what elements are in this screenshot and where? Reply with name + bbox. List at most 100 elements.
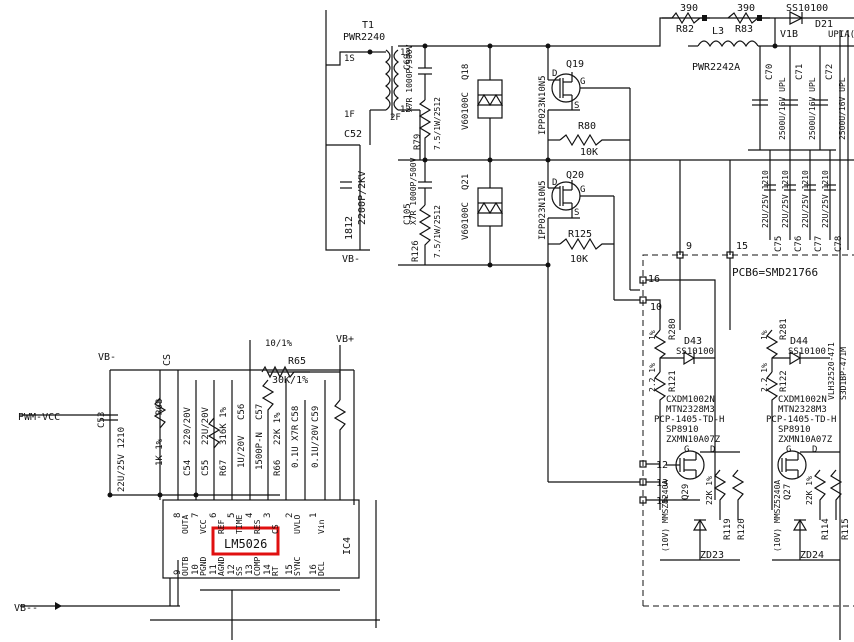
q19-pin-d: D xyxy=(552,69,557,79)
ic4-pin-name-12: SS xyxy=(235,566,244,576)
c78-ref: C78 xyxy=(834,236,844,252)
t1-ref: T1 xyxy=(362,20,374,31)
vb-minus-out-label: VB-- xyxy=(14,603,38,614)
q21-value: V60100C xyxy=(461,202,471,240)
ic4-pin-name-11: AGND xyxy=(217,557,226,576)
q29-part: CXDM1002N xyxy=(666,395,715,405)
t1-pin-1f: 1F xyxy=(344,110,355,120)
r285-value: 30K/1% xyxy=(272,375,308,386)
q20-mosfet xyxy=(547,160,615,300)
l3-ref: L3 xyxy=(712,26,724,37)
upia-label: UPIA( xyxy=(828,30,854,40)
r285-ref: R65 xyxy=(288,356,306,367)
vb-minus-label: VB- xyxy=(98,352,116,363)
d21-value: SS10100 xyxy=(786,3,828,14)
r126-value: 7.5/1W/2512 xyxy=(433,205,442,258)
r83-value: 390 xyxy=(737,3,755,14)
c58-value: 0.1U X7R xyxy=(291,424,301,468)
ic4-pin-name-1: Vin xyxy=(317,519,326,534)
ic4-pin-num-6: 6 xyxy=(209,513,219,518)
c75-value: 22U/25V 1210 xyxy=(761,170,770,228)
r80-ref: R80 xyxy=(578,121,596,132)
r125-ref: R125 xyxy=(568,229,592,240)
c105-value: X7R 1000P/500V xyxy=(409,157,418,225)
ic4-pin-num-11: 11 xyxy=(209,564,219,575)
c55-ref: C55 xyxy=(201,460,211,476)
ic4-pin-num-14: 14 xyxy=(263,564,273,575)
ic4-pin-name-6: REF xyxy=(217,519,226,534)
q27-alt-mos: MTN2328M3 xyxy=(778,405,827,415)
d43-value: SS10100 xyxy=(676,347,714,357)
v1b-label: V1B xyxy=(780,29,798,40)
r280-ref: R280 xyxy=(668,318,678,340)
c71-ref: C71 xyxy=(795,64,805,80)
cs-label: CS xyxy=(162,354,173,366)
c75-ref: C75 xyxy=(774,236,784,252)
t1-pin-1s: 1S xyxy=(344,54,355,64)
l3-part: PWR2242A xyxy=(692,62,740,73)
r280-value: 1% xyxy=(648,330,657,340)
ic4-pin-num-2: 2 xyxy=(285,513,295,518)
c55-value: 22U/20V xyxy=(201,406,211,445)
d44-value: SS10100 xyxy=(788,347,826,357)
r79-ref: R79 xyxy=(413,134,423,150)
q20-ref: Q20 xyxy=(566,170,584,181)
d44-ref: D44 xyxy=(790,336,808,347)
gate-drive-right xyxy=(765,329,843,561)
ic4-pin-num-9: 9 xyxy=(173,570,183,575)
r66-ref: R66 xyxy=(273,460,283,476)
r115-ref: R115 xyxy=(841,518,851,540)
ic4-pin-num-4: 4 xyxy=(245,513,255,518)
r121-value: 2.2 1% xyxy=(648,363,657,392)
r67-value: 316K 1% xyxy=(219,406,229,445)
d21-ref: D21 xyxy=(815,19,833,30)
c77-value: 22U/25V 1210 xyxy=(801,170,810,228)
c59-ref: C59 xyxy=(311,406,321,422)
c54-ref: C54 xyxy=(183,460,193,476)
r114-ref: R114 xyxy=(821,518,831,540)
c52-pkg: 1812 xyxy=(344,216,355,240)
r126-ref: R126 xyxy=(411,240,421,262)
q27-alt-1: PCP-1405-TD-H xyxy=(766,415,836,425)
zd24-ref: ZD24 xyxy=(800,550,824,561)
c57-ref: C57 xyxy=(255,404,265,420)
ic4-part: LM5026 xyxy=(224,537,267,551)
r120-ref: R120 xyxy=(737,518,747,540)
port-15: 15 xyxy=(736,241,748,252)
c56-value: 1U/20V xyxy=(237,435,247,468)
vlh-label: VLH32520-471 xyxy=(827,342,836,400)
d3-label: S3D1BP-471M xyxy=(839,347,848,400)
lm5026-highlight-box xyxy=(211,526,280,556)
q20-pin-g: G xyxy=(580,185,585,195)
port-14: 14 xyxy=(656,496,668,507)
c76-ref: C76 xyxy=(794,236,804,252)
q20-pin-s: S xyxy=(574,208,579,218)
r281-value: 1% xyxy=(760,330,769,340)
c52-value: 2200P/2KV xyxy=(357,171,368,225)
ic4-pin-num-1: 1 xyxy=(309,513,319,518)
port-9: 9 xyxy=(686,241,692,252)
c53-ref: C53 xyxy=(97,412,107,428)
q27-alt-3: ZXMN10A07Z xyxy=(778,435,833,445)
r115-value: 22K 1% xyxy=(805,476,814,505)
q19-pin-s: S xyxy=(574,101,579,111)
t1-pin-2f: 2F xyxy=(390,113,401,123)
ic4-pin-num-5: 5 xyxy=(227,513,237,518)
ic4-pin-num-7: 7 xyxy=(191,513,201,518)
pwm-vcc-label: PWM-VCC xyxy=(18,412,60,423)
r68-ref: R68 xyxy=(155,399,165,415)
vb-minus-top: VB- xyxy=(342,254,360,265)
c70-value: 2500U/16V UPL xyxy=(778,77,787,140)
q21-ref: Q21 xyxy=(461,174,471,190)
q27-alt-2: SP8910 xyxy=(778,425,811,435)
ic4-pin-num-15: 15 xyxy=(285,564,295,575)
c58-ref: C58 xyxy=(291,406,301,422)
ic4-pin-name-3: CS xyxy=(271,524,280,534)
r67-ref: R67 xyxy=(219,460,229,476)
d43-ref: D43 xyxy=(684,336,702,347)
q19-pin-g: G xyxy=(580,77,585,87)
port-12: 12 xyxy=(656,460,668,471)
q29-alt-mos: MTN2328M3 xyxy=(666,405,715,415)
